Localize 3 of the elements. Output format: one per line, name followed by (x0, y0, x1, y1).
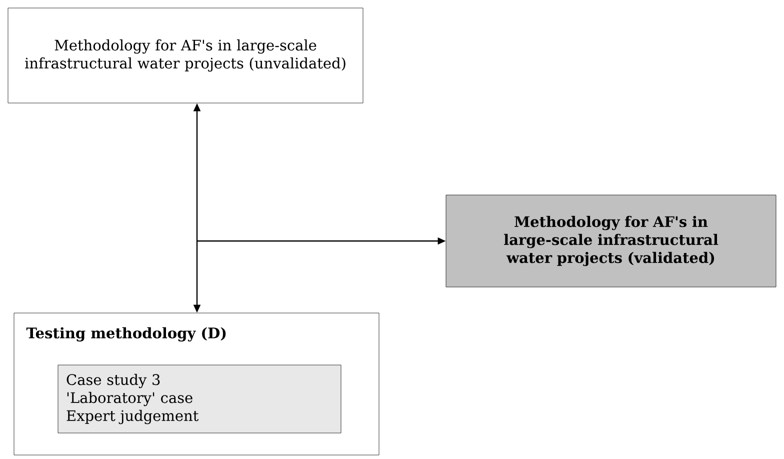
result-box: Methodology for AF's in large-scale infrastructural water projects (validated) (446, 194, 776, 288)
list-box: Case study 3 'Laboratory' case Expert judgement (58, 364, 342, 434)
process-box: Methodology for AF's in large-scale infrastructural water projects (unvalidated) (8, 8, 364, 104)
